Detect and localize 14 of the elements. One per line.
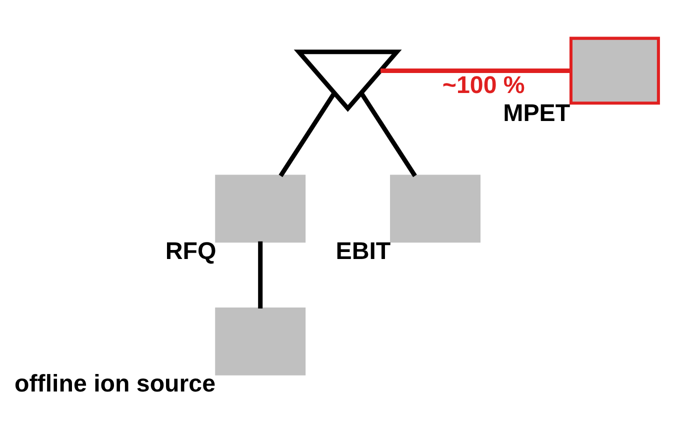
node-label: offline ion source xyxy=(14,370,216,398)
edge-label: ~100 % xyxy=(442,72,525,99)
connector xyxy=(380,68,571,72)
node-triangle xyxy=(294,49,402,112)
node-box xyxy=(390,174,480,242)
connector xyxy=(278,92,336,177)
node-label: RFQ xyxy=(165,237,216,264)
connector xyxy=(258,240,263,308)
node-box xyxy=(569,36,660,104)
node-label: MPET xyxy=(503,99,570,126)
node-box xyxy=(215,306,306,375)
connector xyxy=(360,92,417,177)
node-box xyxy=(215,174,306,242)
node-label: EBIT xyxy=(336,237,391,264)
